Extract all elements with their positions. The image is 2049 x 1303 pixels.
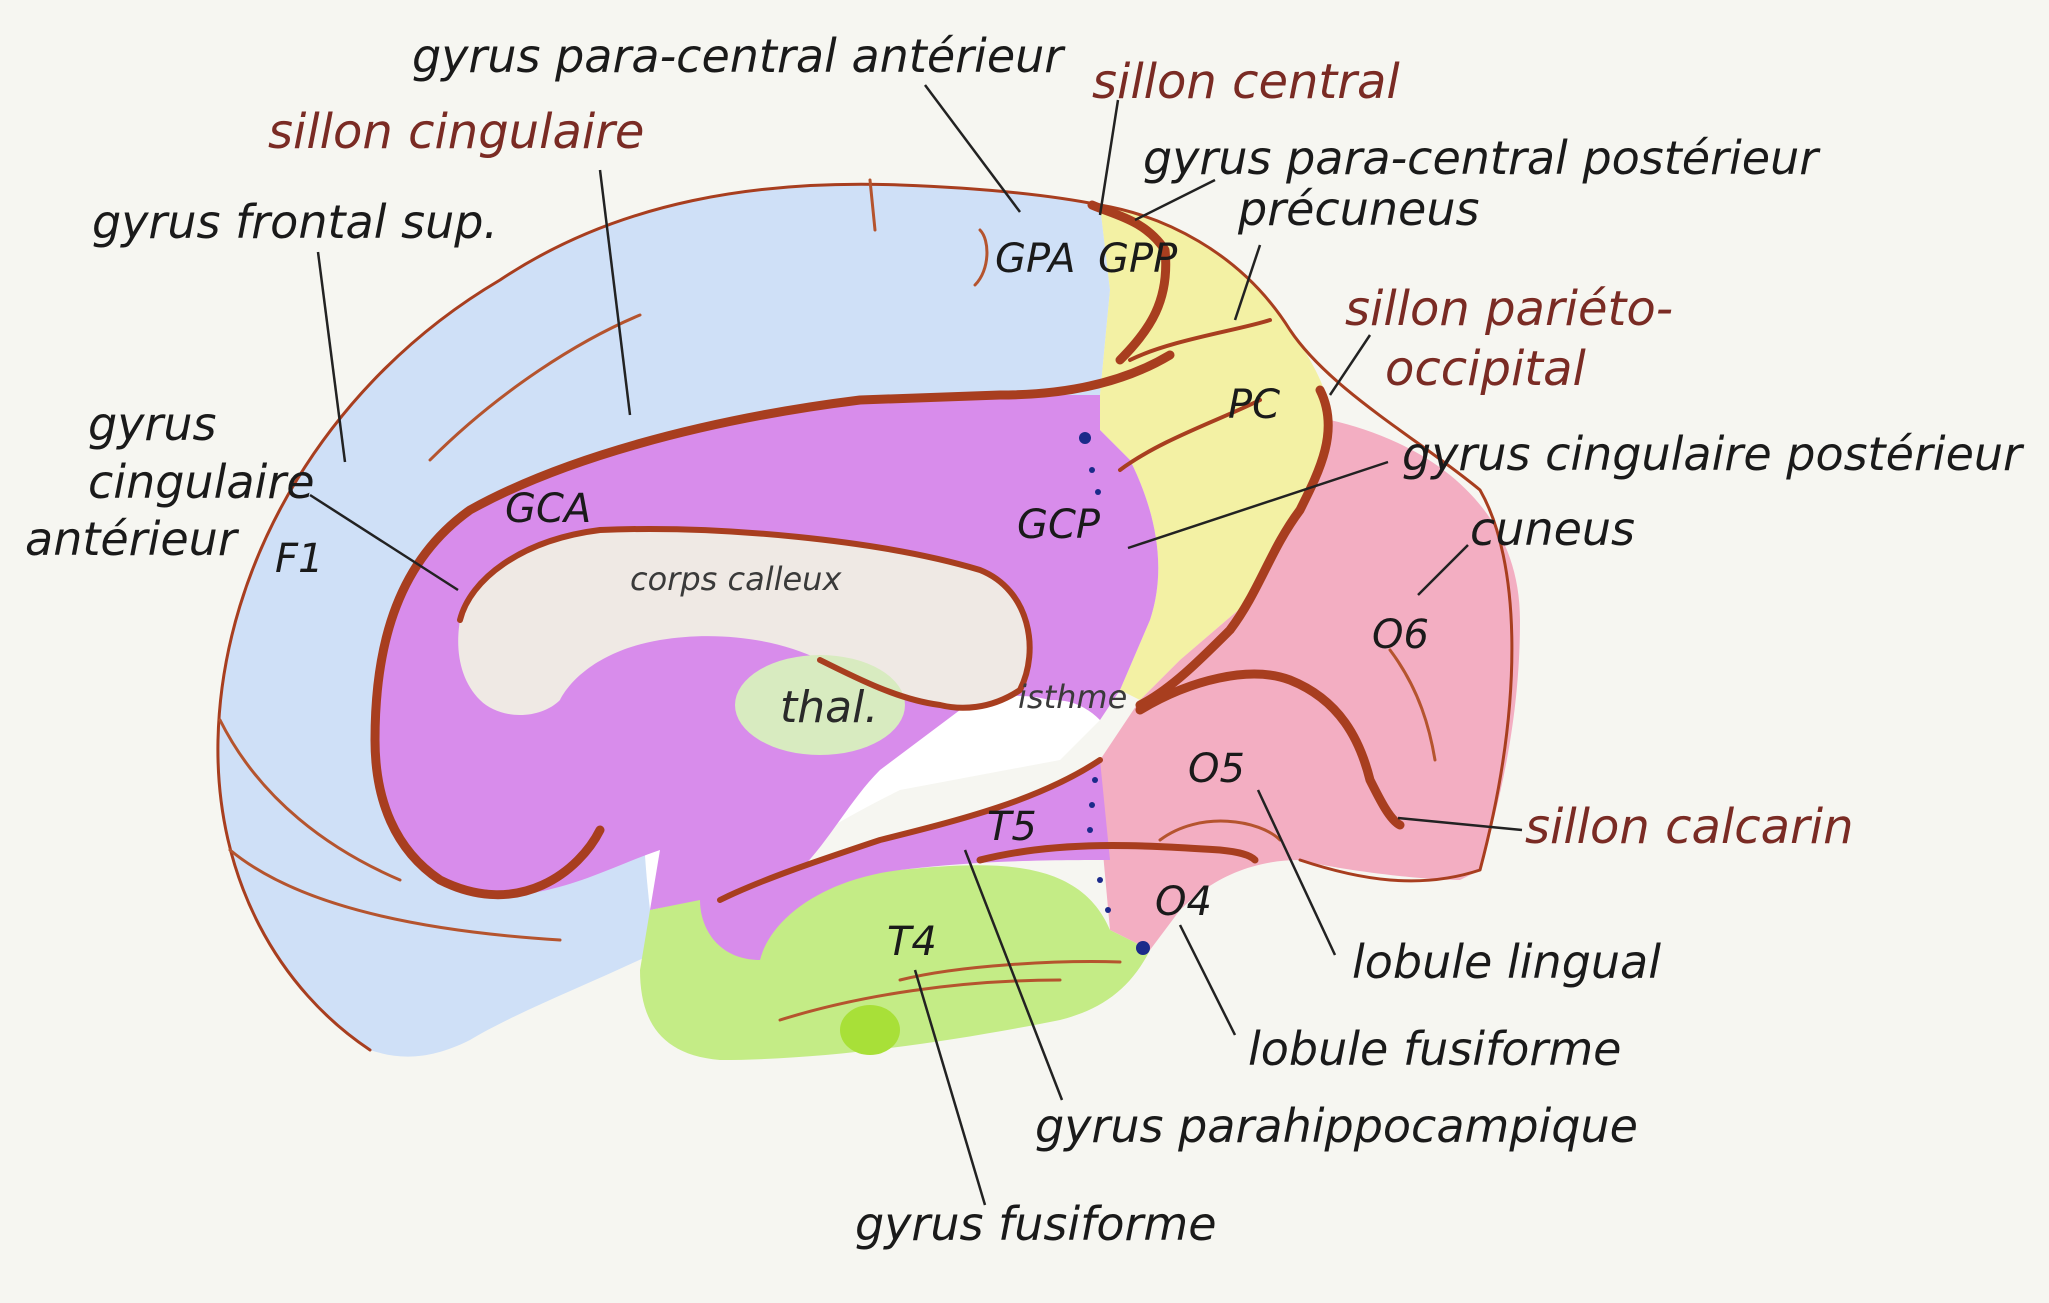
leader-lines [309,84,1523,1206]
leader-gyrus-fusiforme [913,969,987,1206]
label-sillon-parieto-1: sillon pariéto- [1345,281,1673,337]
dotted-borders [1079,432,1150,955]
sillon-cingulaire-line [370,350,1175,900]
label-gyrus-fusiforme: gyrus fusiforme [855,1197,1217,1251]
dot-1 [1079,432,1091,444]
region-t4: T4 [887,919,937,965]
occipital-sulcus-1 [1388,648,1437,762]
region-o4: O4 [1155,879,1212,925]
region-gpp: GPP [1098,236,1178,282]
region-isthme: isthme [1018,678,1127,716]
dot-6 [1087,827,1093,833]
outer-contour [216,182,1514,1052]
precuneus-sulcus-2 [1128,318,1272,362]
leader-gpp [1134,178,1216,222]
sillon-central-line [1087,200,1171,365]
leader-gca-ant [309,493,459,592]
dot-2 [1089,467,1095,473]
leader-gyrus-parahippo [963,849,1064,1101]
region-gcp: GCP [1017,502,1101,548]
brain-regions [217,184,1520,1060]
label-gyrus-cingulaire-anterieur-1: gyrus [88,397,216,451]
region-o5: O5 [1188,746,1245,792]
leader-sillon-parieto [1328,334,1372,396]
corpus-callosum-outline [457,526,1033,711]
label-gyrus-cingulaire-posterieur: gyrus cingulaire postérieur [1402,427,2025,481]
leader-lobule-lingual [1256,789,1337,956]
label-gyrus-paracentral-anterieur: gyrus para-central antérieur [412,29,1066,83]
frontal-sulcus-4 [973,228,989,287]
sulci [216,178,1514,1052]
region-corpus-callosum [458,529,1030,715]
frontal-sulcus-2 [218,718,402,882]
region-corps-calleux: corps calleux [630,560,842,598]
region-t5: T5 [987,804,1037,850]
region-parahippocampal [718,760,1110,960]
leader-precuneus [1233,244,1262,321]
temporal-sulcus-1 [778,978,1062,1022]
frontal-sulcus-1 [428,313,642,462]
label-cuneus: cuneus [1470,502,1635,556]
region-thal: thal. [780,682,878,733]
frontal-sulcus-3 [228,848,562,942]
dot-8 [1105,907,1111,913]
label-lobule-lingual: lobule lingual [1352,935,1661,989]
leader-lobule-fusiforme [1178,924,1237,1036]
sillon-parieto-occipital-line [1135,385,1333,710]
leader-gcp [1127,460,1389,550]
region-precuneus [1100,205,1330,700]
leader-sillon-central [1098,99,1120,216]
leader-gyrus-frontal-sup [316,251,347,463]
label-gyrus-frontal-sup: gyrus frontal sup. [92,195,498,249]
outer-labels: gyrus para-central antérieur sillon cent… [25,29,2025,1251]
label-precuneus: précuneus [1237,182,1479,236]
dot-3 [1095,489,1101,495]
collateral-sulcus [976,842,1259,864]
region-labels: F1 GPA GPP PC GCA GCP corps calleux thal… [275,236,1429,965]
leader-sillon-cingulaire [598,169,632,416]
leader-sillon-calcarin [1397,816,1523,832]
label-sillon-cingulaire: sillon cingulaire [268,104,644,160]
region-f1: F1 [275,536,323,582]
label-sillon-parieto-2: occipital [1385,341,1587,397]
leader-gpa [923,84,1022,213]
region-frontal [217,184,1110,1057]
label-gyrus-paracentral-posterieur: gyrus para-central postérieur [1143,131,1821,185]
lingual-sulcus [1158,819,1282,842]
sillon-calcarin-line [1135,669,1405,830]
label-sillon-central: sillon central [1092,54,1400,110]
frontal-sulcus-5 [868,178,877,232]
region-pc: PC [1228,382,1280,428]
dot-7 [1097,877,1103,883]
label-gyrus-cingulaire-anterieur-3: antérieur [25,512,240,566]
leader-cuneus [1417,544,1469,596]
dot-5 [1089,802,1095,808]
label-gyrus-parahippocampique: gyrus parahippocampique [1035,1099,1638,1153]
precuneus-sulcus [1118,398,1262,472]
parahippocampal-outline [717,757,1103,903]
green-spot [840,1005,900,1055]
region-o6: O6 [1372,612,1429,658]
label-gyrus-cingulaire-anterieur-2: cingulaire [88,455,315,509]
dot-9 [1136,941,1150,955]
dot-4 [1092,777,1098,783]
region-gpa: GPA [995,236,1076,282]
label-lobule-fusiforme: lobule fusiforme [1248,1022,1621,1076]
label-sillon-calcarin: sillon calcarin [1525,799,1854,855]
region-gca: GCA [505,486,591,532]
